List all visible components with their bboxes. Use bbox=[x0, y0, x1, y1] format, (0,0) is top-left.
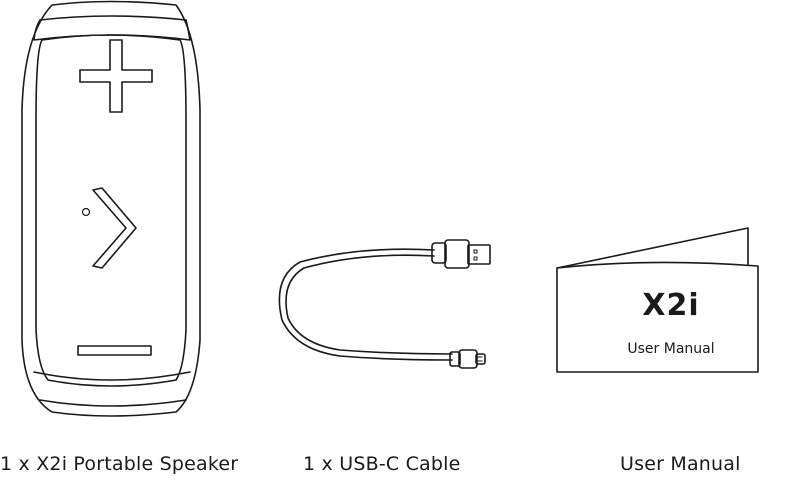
speaker-body-outline bbox=[21, 0, 201, 417]
user-manual-illustration bbox=[556, 227, 759, 373]
manual-back-page bbox=[561, 227, 749, 268]
usb-c-connector bbox=[449, 349, 486, 369]
usb-a-connector bbox=[431, 239, 491, 269]
usb-cable-illustration bbox=[278, 239, 491, 369]
speaker-bottom-cap bbox=[33, 371, 191, 381]
manual-front-page bbox=[556, 261, 759, 373]
cable-wire bbox=[278, 248, 453, 361]
speaker-top-cap bbox=[39, 15, 187, 21]
speaker-front-panel bbox=[35, 34, 187, 387]
caption-cable: 1 x USB-C Cable bbox=[303, 453, 461, 475]
speaker-illustration bbox=[21, 0, 201, 417]
speaker-led-dot bbox=[81, 207, 91, 217]
caption-manual: User Manual bbox=[620, 453, 741, 475]
manual-subtitle: User Manual bbox=[627, 341, 715, 357]
caption-speaker: 1 x X2i Portable Speaker bbox=[0, 453, 239, 475]
speaker-play-chevron bbox=[92, 187, 137, 269]
speaker-plus-button bbox=[79, 39, 153, 113]
manual-logo: X2i bbox=[642, 288, 700, 323]
speaker-minus-button bbox=[77, 345, 152, 356]
